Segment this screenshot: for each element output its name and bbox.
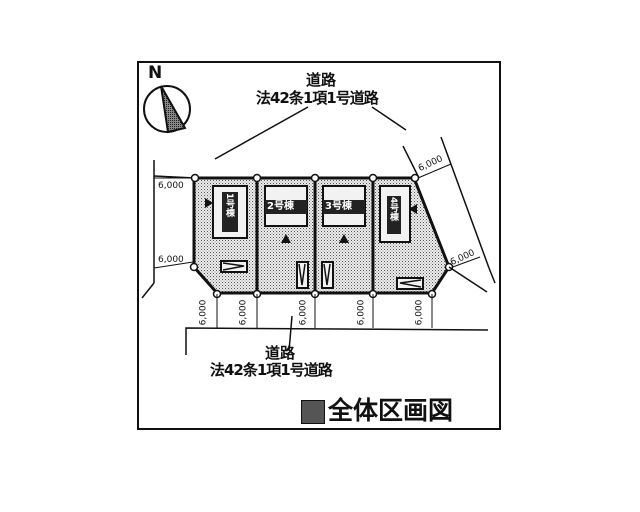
south-road-subtitle: 法42条1項1号道路: [210, 361, 333, 379]
entrance-arrow-icon: [339, 234, 349, 243]
lot-label-band: [323, 200, 365, 214]
leader-line: [214, 106, 309, 160]
entrance-arrow-icon: [281, 234, 291, 243]
dim-bottom-3: 6,000: [298, 299, 309, 326]
lot-2-label: 2号棟: [267, 201, 294, 212]
compass-icon: [143, 85, 191, 134]
north-road-subtitle: 法42条1項1号道路: [256, 89, 379, 107]
dim-bottom-1: 6,000: [198, 299, 209, 326]
dim-left-upper: 6,000: [158, 181, 184, 191]
leader-line: [288, 315, 293, 352]
dim-bottom-4: 6,000: [356, 299, 367, 326]
lot-label-band: [265, 200, 307, 214]
entrance-arrow-icon: [409, 204, 417, 214]
legend-label: 全体区画図: [328, 396, 454, 425]
legend-swatch: [301, 400, 325, 424]
leader-line: [371, 106, 407, 131]
lot-3-label: 3号棟: [325, 201, 352, 212]
compass-north-label: N: [148, 63, 163, 83]
road-edge-south: [185, 327, 489, 355]
lot-label-band: [222, 192, 238, 232]
lot-4-label: 4号棟: [388, 197, 398, 222]
lot-1-label: 1号棟: [224, 193, 234, 218]
road-edge-right: [440, 136, 490, 269]
dim-left-lower: 6,000: [158, 255, 184, 265]
entrance-arrow-icon: [205, 198, 213, 208]
dim-bottom-5: 6,000: [414, 299, 425, 326]
south-road-title: 道路: [265, 344, 296, 362]
drawing-frame: [137, 61, 501, 430]
lot-label-band: [387, 196, 401, 234]
north-road-title: 道路: [306, 71, 337, 89]
parking-icon: [220, 260, 424, 290]
dim-bottom-2: 6,000: [238, 299, 249, 326]
